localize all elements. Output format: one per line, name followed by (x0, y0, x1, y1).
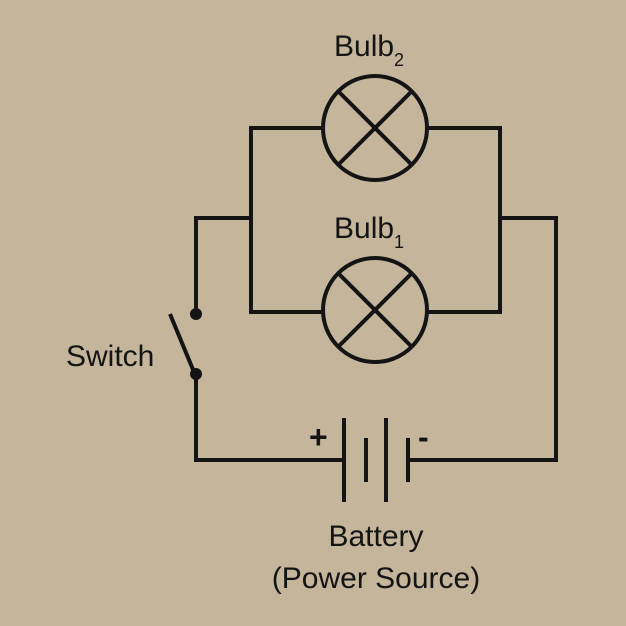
bulb-1-right-wire (428, 218, 502, 314)
positive-terminal-label: + (309, 419, 328, 455)
bulb-1-symbol (321, 256, 429, 364)
battery-note-label: (Power Source) (272, 562, 480, 595)
battery-symbol (342, 418, 410, 502)
switch-symbol (168, 308, 202, 380)
bulb-2-label: Bulb2 (334, 30, 404, 70)
negative-terminal-label: - (418, 419, 429, 455)
bulb-2-left-wire (249, 126, 323, 218)
bulb-2-symbol (321, 74, 429, 182)
switch-label: Switch (66, 340, 154, 373)
bulb-2-branch: Bulb2 (249, 30, 502, 218)
bulb-1-label: Bulb1 (334, 212, 404, 252)
left-junction-wire (194, 216, 251, 314)
switch-to-battery-wire (194, 374, 344, 462)
bulb-1-left-wire (249, 218, 323, 314)
right-junction-wire (408, 216, 558, 462)
battery-label: Battery (328, 520, 423, 553)
bulb-2-right-wire (428, 126, 502, 218)
bulb-1-branch: Bulb1 (249, 212, 502, 364)
